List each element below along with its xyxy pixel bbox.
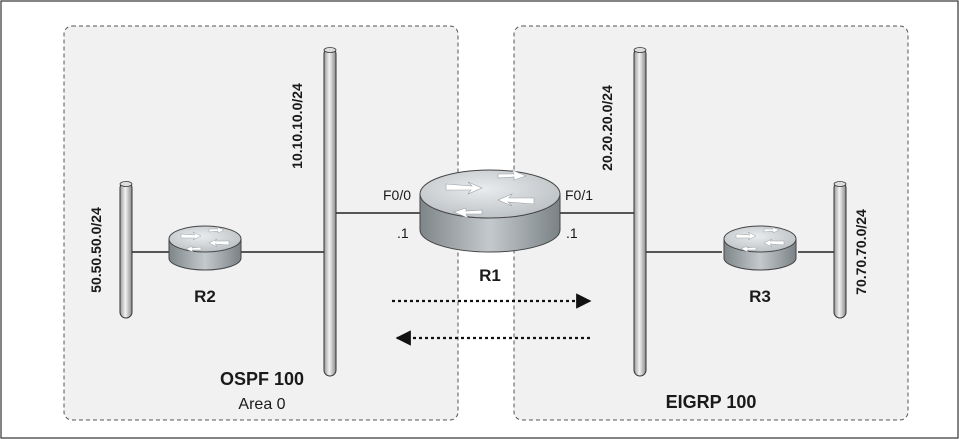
router-r3-icon [723,225,797,271]
router-r3-label: R3 [749,287,771,306]
segment-20 [633,47,647,377]
router-r1-icon [419,169,561,253]
network-label-10: 10.10.10.0/24 [289,83,305,169]
ospf-area-title: OSPF 100 [220,369,304,389]
ospf-area-subtitle: Area 0 [238,396,285,413]
router-r1-label: R1 [479,266,501,285]
ospf-area [63,25,459,421]
network-label-50: 50.50.50.0/24 [88,207,104,293]
segment-50 [119,181,133,319]
r1-interface-f00: F0/0 [383,187,411,203]
links [126,212,840,253]
router-r2-label: R2 [194,287,216,306]
eigrp-area-title: EIGRP 100 [666,392,757,412]
r1-ip-right: .1 [566,225,578,241]
router-r2-icon [168,225,242,271]
network-label-70: 70.70.70.0/24 [853,209,869,295]
eigrp-area [513,25,909,421]
segment-70 [833,181,847,319]
r1-ip-left: .1 [397,225,409,241]
r1-interface-f01: F0/1 [565,187,593,203]
network-label-20: 20.20.20.0/24 [599,85,615,171]
segment-10 [323,47,337,377]
